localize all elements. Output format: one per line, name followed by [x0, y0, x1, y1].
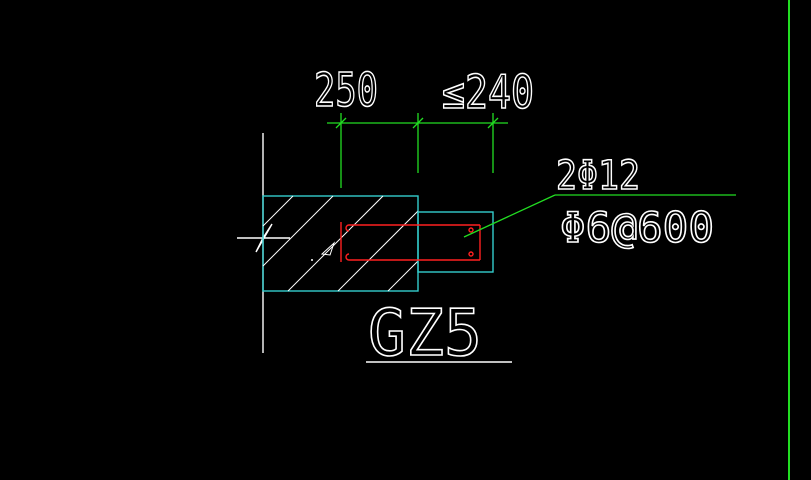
- longitudinal-rebar-label: 2Φ12: [556, 153, 640, 199]
- stirrup-rebar-label: Φ6@600: [560, 203, 714, 252]
- rebar-bottom-bar: [345, 253, 480, 261]
- tick-right: [487, 117, 499, 129]
- tick-middle: [412, 117, 424, 129]
- dimension-right-text: ≤240: [442, 65, 534, 119]
- wall-hatch: [262, 195, 419, 292]
- aggregate-dot: [311, 259, 313, 261]
- rebar-group: [340, 222, 481, 262]
- rebar-dot-top: [468, 227, 474, 233]
- rebar-dot-bottom: [468, 251, 474, 257]
- dimension-left-text: 250: [314, 63, 378, 117]
- tick-left: [335, 117, 347, 129]
- wall-break-symbol: [237, 223, 290, 253]
- concrete-wall-block: [262, 195, 419, 292]
- leader-line: [463, 194, 736, 238]
- member-label: GZ5: [368, 297, 482, 371]
- rebar-top-bar: [345, 224, 480, 232]
- leader-diagonal: [463, 194, 556, 238]
- aggregate-triangle-icon: [320, 241, 336, 256]
- column-block-outline: [417, 211, 494, 273]
- dimension-line: [327, 113, 508, 188]
